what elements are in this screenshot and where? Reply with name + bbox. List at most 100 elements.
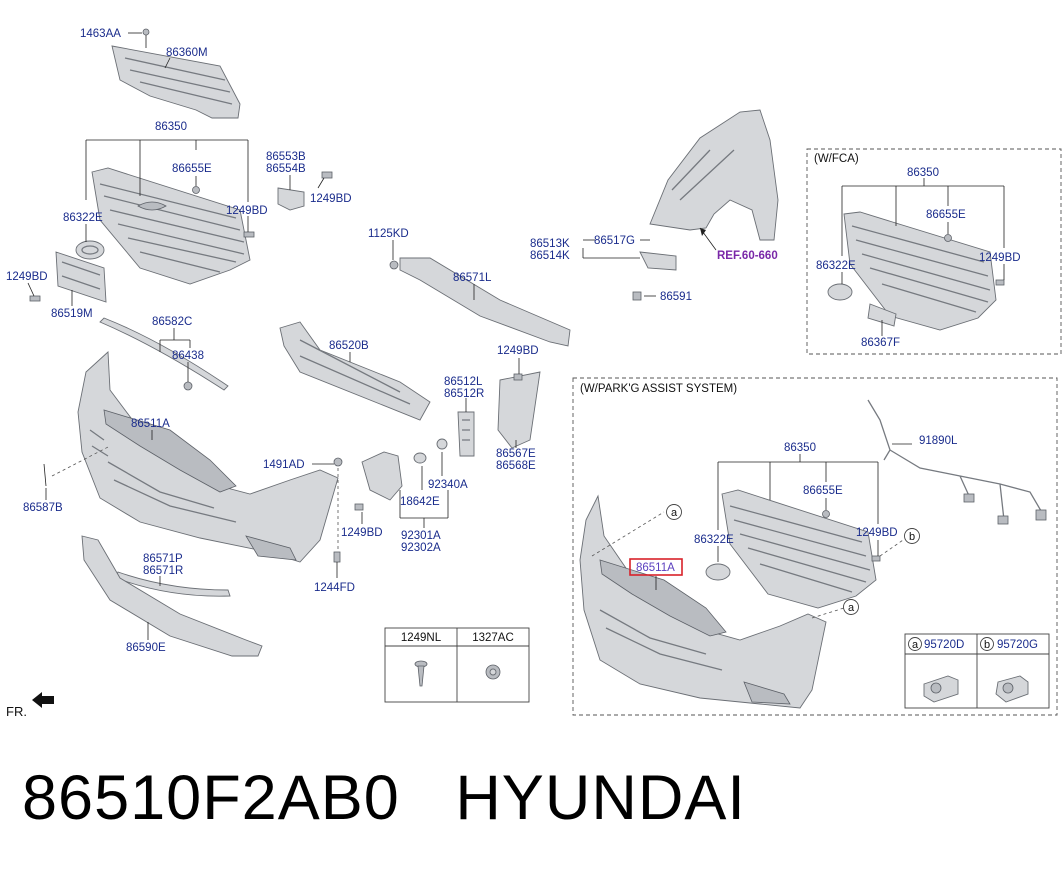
part-label-86571p: 86571P xyxy=(143,553,183,565)
front-direction-indicator: FR. xyxy=(6,692,54,719)
pa-label-86350: 86350 xyxy=(784,442,816,454)
part-label-1249bd-grille: 1249BD xyxy=(226,205,268,217)
molding-86582c-part xyxy=(99,317,229,391)
part-label-86519m: 86519M xyxy=(51,308,93,320)
lower-strip-86571p-part xyxy=(115,571,231,597)
part-label-1463aa: 1463AA xyxy=(80,28,121,40)
part-label-92302a: 92302A xyxy=(401,542,441,554)
part-label-1244fd: 1244FD xyxy=(314,582,355,594)
sensor-95720g-icon xyxy=(995,675,1029,703)
fca-label-1249bd: 1249BD xyxy=(979,252,1021,264)
sensor-a-marker: a xyxy=(912,639,919,651)
callout-a-top-label: a xyxy=(671,507,678,519)
part-label-86514k: 86514K xyxy=(530,250,570,262)
part-label-86554b: 86554B xyxy=(266,163,306,175)
part-label-86322e: 86322E xyxy=(63,212,103,224)
fog-lamp-bracket-part xyxy=(361,438,448,501)
front-bumper-cover-part xyxy=(77,351,339,563)
emblem-86322e-part xyxy=(75,240,105,260)
sensor-b-marker: b xyxy=(984,639,990,651)
screw-1244fd-icon xyxy=(333,551,341,563)
clip-86655e-icon xyxy=(192,186,200,194)
part-label-86350: 86350 xyxy=(155,121,187,133)
part-label-18642e: 18642E xyxy=(400,496,440,508)
part-labels: 1463AA 86360M 86350 86655E 86322E 1249BD… xyxy=(6,28,1021,654)
fastener-table-col2: 1327AC xyxy=(472,632,514,644)
front-direction-label: FR. xyxy=(6,704,27,719)
fca-grille-part xyxy=(827,211,1005,331)
part-label-92340a: 92340A xyxy=(428,479,468,491)
part-label-86655e: 86655E xyxy=(172,163,212,175)
part-label-86513k: 86513K xyxy=(530,238,570,250)
energy-absorber-part xyxy=(279,321,431,421)
part-label-86438: 86438 xyxy=(172,350,204,362)
part-label-92301a: 92301A xyxy=(401,530,441,542)
fastener-table: 1249NL 1327AC xyxy=(384,627,530,703)
parking-sensor-wiring-part xyxy=(867,399,1047,525)
part-label-86512l: 86512L xyxy=(444,376,483,388)
part-label-86571r: 86571R xyxy=(143,565,183,577)
pa-bumper-cover-part xyxy=(579,494,827,709)
fca-label-86367f: 86367F xyxy=(861,337,900,349)
fca-section-box xyxy=(806,148,1062,355)
part-label-86553b: 86553B xyxy=(266,151,306,163)
screw-1249bd-lower-icon xyxy=(354,503,364,511)
caption-brand: HYUNDAI xyxy=(455,763,746,833)
part-label-1249bd-mid: 1249BD xyxy=(497,345,539,357)
callout-a-bottom xyxy=(843,599,859,615)
part-label-86511a: 86511A xyxy=(131,418,170,430)
pa-grille-part xyxy=(705,489,881,609)
part-label-86512r: 86512R xyxy=(444,388,484,400)
part-label-86360m: 86360M xyxy=(166,47,208,59)
fastener-table-col1: 1249NL xyxy=(401,632,442,644)
caption: 86510F2AB0 HYUNDAI xyxy=(22,762,746,834)
caption-part-number: 86510F2AB0 xyxy=(22,763,400,833)
side-bracket-86567e-part xyxy=(497,371,541,449)
sensor-table: a 95720D b 95720G xyxy=(904,633,1050,709)
exploded-parts-diagram: a b a 1249NL 1327AC a 95720D b 95720G xyxy=(6,28,1062,719)
pa-label-86511a-highlighted: 86511A xyxy=(636,562,675,574)
callout-b xyxy=(904,528,920,544)
callout-a-top xyxy=(666,504,682,520)
part-label-1249bd-left: 1249BD xyxy=(6,271,48,283)
callout-a-bottom-label: a xyxy=(848,602,855,614)
screw-1249bd-left-icon xyxy=(29,295,41,302)
parking-assist-section-title: (W/PARK'G ASSIST SYSTEM) xyxy=(580,383,737,395)
highlight-box-86511a xyxy=(629,558,683,576)
part-label-86520b: 86520B xyxy=(329,340,369,352)
clip-1463aa-icon xyxy=(142,28,150,48)
front-arrow-icon xyxy=(32,692,54,708)
part-86587b xyxy=(43,463,47,487)
callout-b-label: b xyxy=(909,531,915,543)
pa-label-86322e: 86322E xyxy=(694,534,734,546)
part-label-86587b: 86587B xyxy=(23,502,63,514)
bumper-upper-rail-part xyxy=(389,257,571,347)
pa-label-91890l: 91890L xyxy=(919,435,958,447)
part-label-86568e: 86568E xyxy=(496,460,536,472)
part-label-1125kd: 1125KD xyxy=(368,228,409,240)
upper-grille-bracket-part xyxy=(111,45,241,119)
part-label-86582c: 86582C xyxy=(152,316,192,328)
bumper-bracket-86512l-part xyxy=(457,411,475,457)
fender-part xyxy=(649,109,779,241)
fca-label-86350: 86350 xyxy=(907,167,939,179)
part-label-1249bd-bracket: 1249BD xyxy=(310,193,352,205)
radiator-grille-part xyxy=(91,167,251,285)
part-label-1491ad: 1491AD xyxy=(263,459,305,471)
parking-assist-section-box xyxy=(572,377,1058,716)
sensor-95720d-icon xyxy=(923,675,959,703)
screw-1249nl-icon xyxy=(414,660,428,687)
fca-label-86655e: 86655E xyxy=(926,209,966,221)
sensor-b-part-number: 95720G xyxy=(997,639,1038,651)
clip-1491ad-icon xyxy=(333,457,343,467)
fender-reference-label: REF.60-660 xyxy=(717,250,778,262)
pa-label-86655e: 86655E xyxy=(803,485,843,497)
pa-label-1249bd: 1249BD xyxy=(856,527,898,539)
part-label-86567e: 86567E xyxy=(496,448,536,460)
bracket-86553b-part xyxy=(277,171,333,211)
license-plate-bracket-part xyxy=(55,251,107,303)
fca-section-title: (W/FCA) xyxy=(814,153,859,165)
part-label-86517g: 86517G xyxy=(594,235,635,247)
screw-1249bd-icon xyxy=(243,231,255,238)
part-label-86591: 86591 xyxy=(660,291,692,303)
